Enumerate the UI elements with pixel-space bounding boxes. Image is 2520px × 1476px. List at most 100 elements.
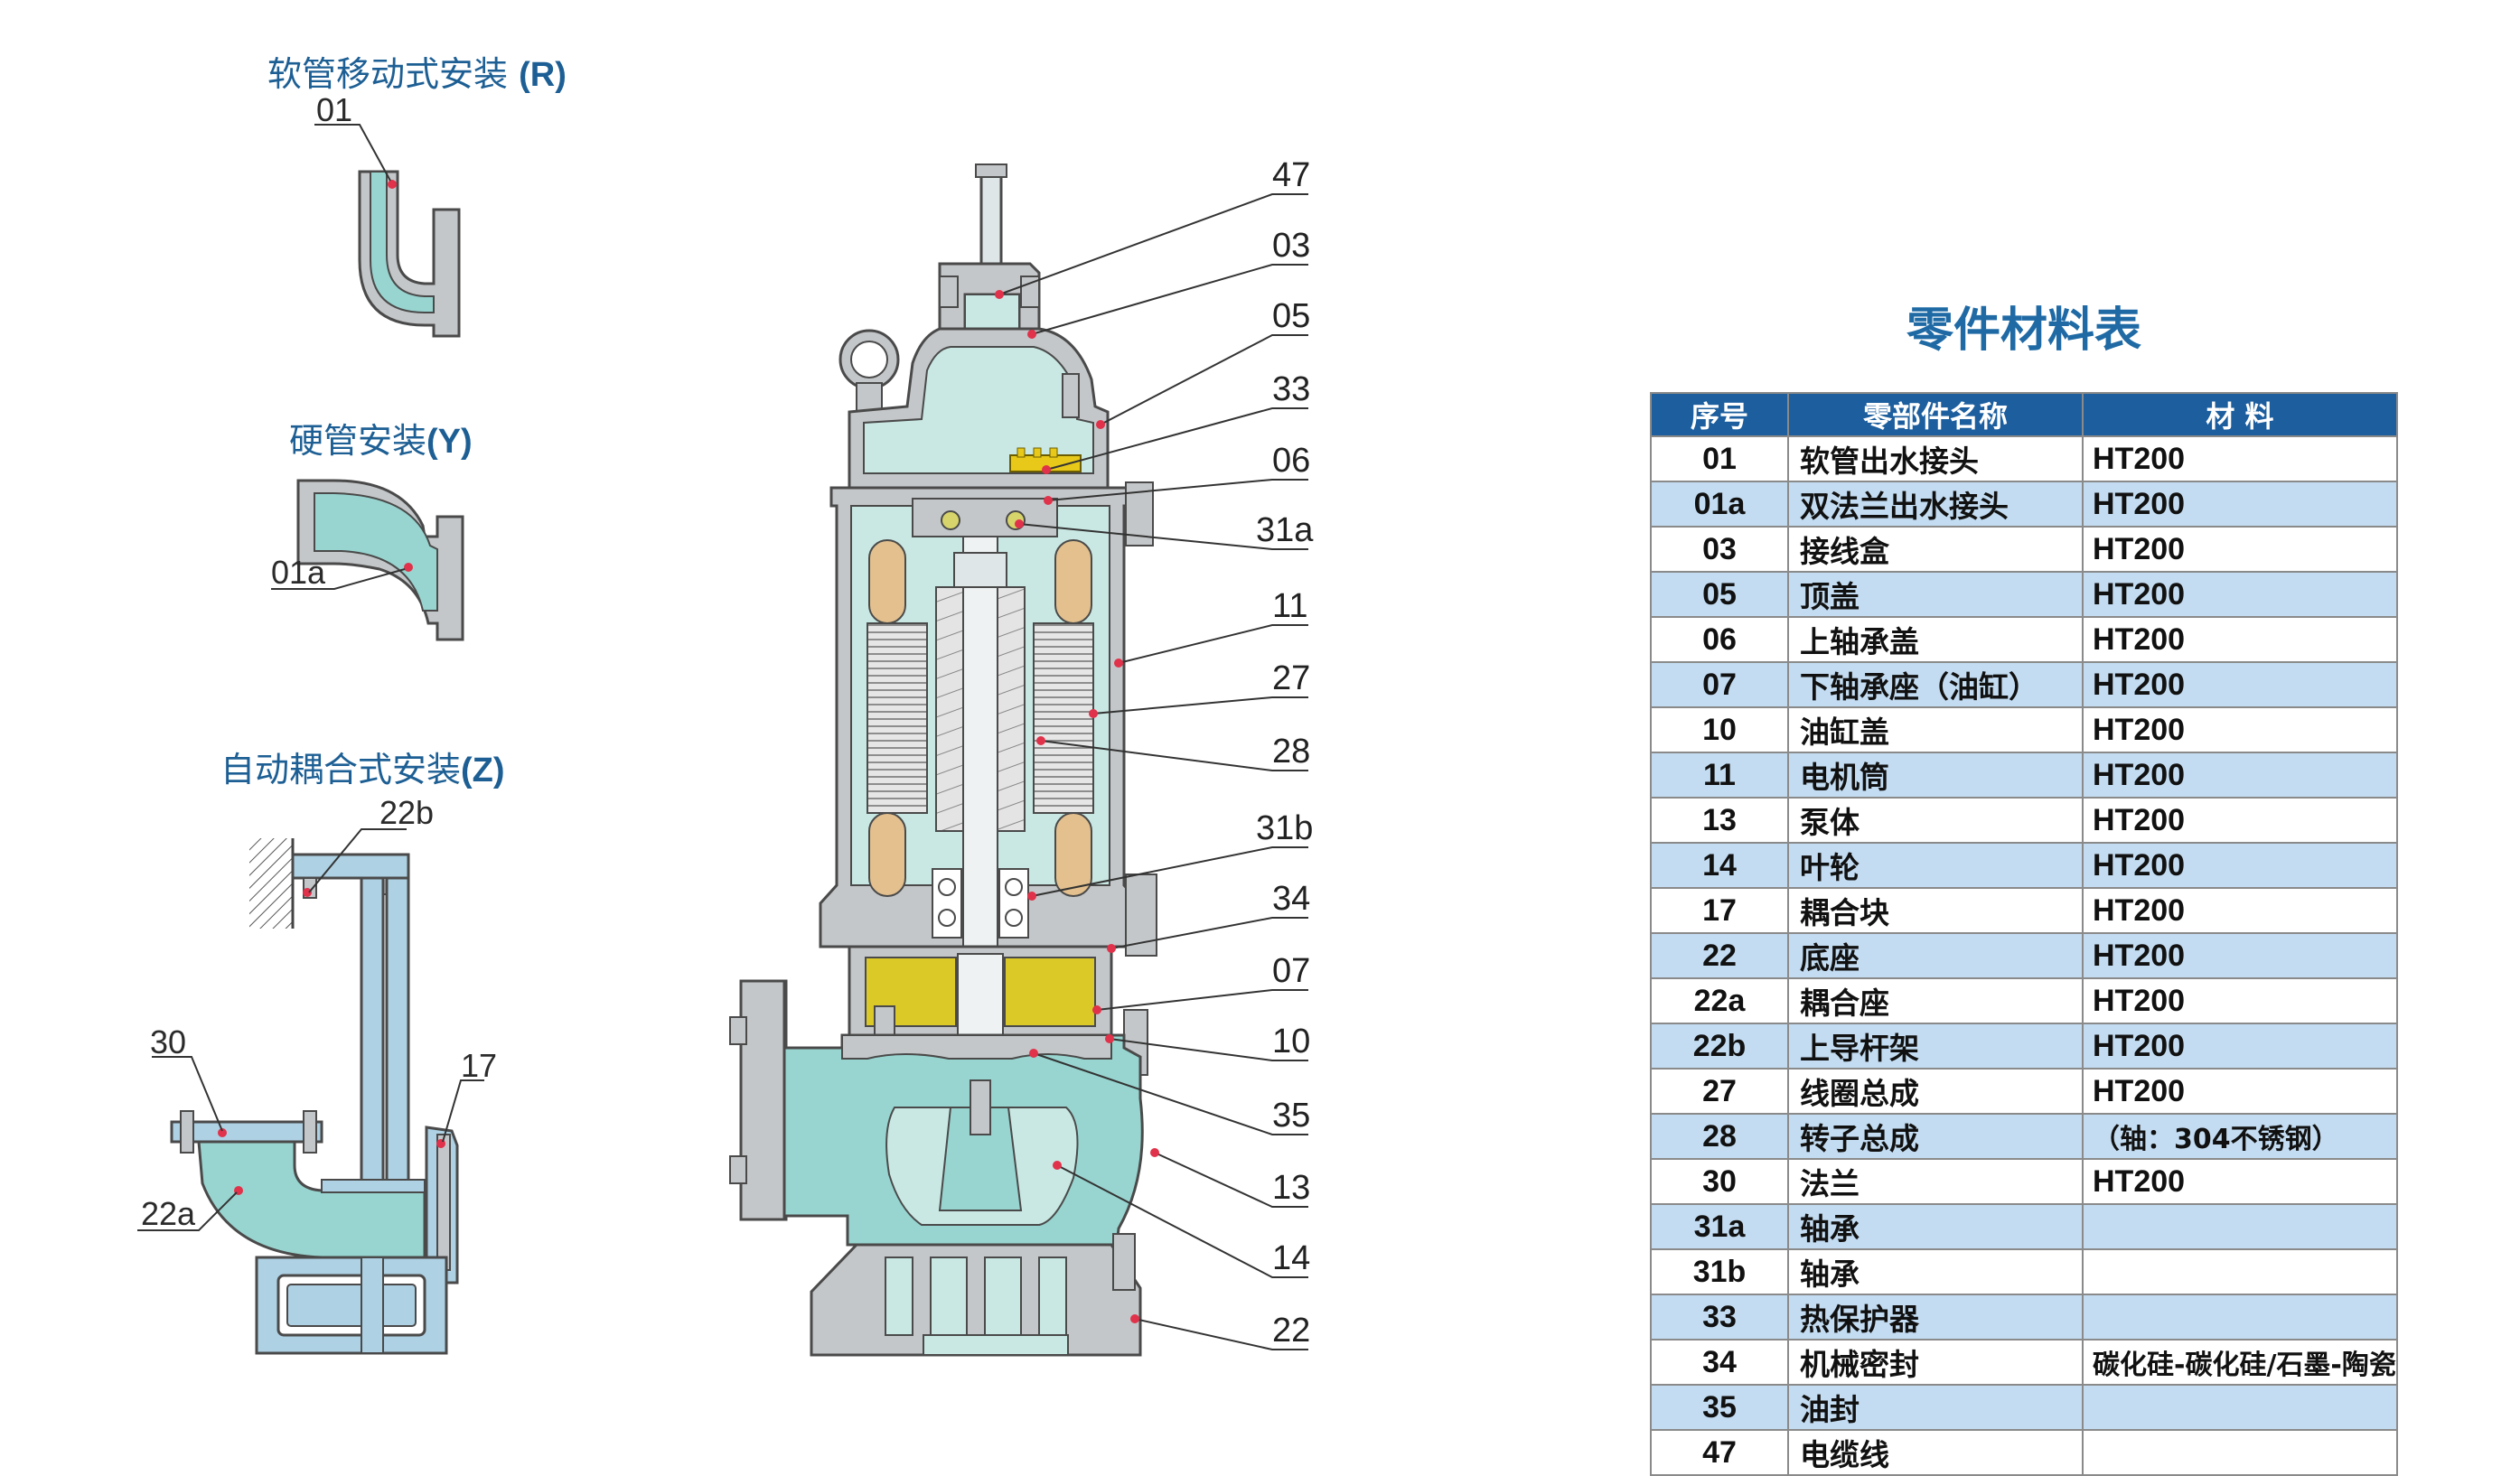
part-name-cell: 耦合块 — [1787, 887, 2084, 934]
install-r-title: 软管移动式安装 (R) — [267, 54, 567, 94]
part-no-cell: 22a — [1650, 977, 1789, 1024]
part-no-cell: 14 — [1650, 842, 1789, 889]
part-label-22a: 22a — [141, 1195, 196, 1232]
table-header-row: 序号 零部件名称 材 料 — [1650, 392, 2398, 437]
callout-06: 06 — [1272, 442, 1311, 480]
part-name-cell: 轴承 — [1787, 1248, 2084, 1295]
part-label-01: 01 — [316, 91, 353, 128]
part-no-cell: 30 — [1650, 1158, 1789, 1205]
part-name-cell: 泵体 — [1787, 797, 2084, 844]
material-cell: HT200 — [2082, 706, 2398, 753]
part-name-cell: 热保护器 — [1787, 1294, 2084, 1341]
material-cell — [2082, 1384, 2398, 1431]
material-cell — [2082, 1429, 2398, 1476]
material-cell: HT200 — [2082, 435, 2398, 482]
callout-10: 10 — [1272, 1023, 1311, 1060]
hose-elbow-r — [314, 124, 461, 338]
part-name-cell: 叶轮 — [1787, 842, 2084, 889]
part-name-cell: 耦合座 — [1787, 977, 2084, 1024]
part-name-cell: 油缸盖 — [1787, 706, 2084, 753]
material-cell: HT200 — [2082, 797, 2398, 844]
part-label-22b: 22b — [379, 794, 435, 831]
install-y-title: 硬管安装(Y) — [289, 421, 473, 461]
material-cell: HT200 — [2082, 526, 2398, 573]
part-label-01a: 01a — [271, 554, 326, 591]
part-name-cell: 顶盖 — [1787, 571, 2084, 618]
part-name-cell: 轴承 — [1787, 1203, 2084, 1250]
material-cell: HT200 — [2082, 1023, 2398, 1070]
material-cell: HT200 — [2082, 977, 2398, 1024]
callout-03: 03 — [1272, 227, 1311, 265]
rigid-elbow-y — [271, 479, 464, 641]
part-no-cell: 01a — [1650, 481, 1789, 528]
table-title: 零件材料表 — [1906, 304, 2142, 358]
part-name-cell: 转子总成 — [1787, 1113, 2084, 1160]
marker-dot — [388, 180, 397, 189]
material-cell: HT200 — [2082, 842, 2398, 889]
material-cell — [2082, 1294, 2398, 1341]
marker-dot — [436, 1139, 445, 1148]
material-cell: HT200 — [2082, 571, 2398, 618]
install-z-title: 自动耦合式安装(Z) — [220, 750, 505, 789]
callout-31b: 31b — [1256, 809, 1314, 847]
part-name-cell: 上导杆架 — [1787, 1023, 2084, 1070]
part-name-cell: 软管出水接头 — [1787, 435, 2084, 482]
part-label-30: 30 — [150, 1023, 187, 1060]
part-no-cell: 07 — [1650, 661, 1789, 708]
part-no-cell: 47 — [1650, 1429, 1789, 1476]
marker-dot — [303, 888, 312, 897]
part-no-cell: 10 — [1650, 706, 1789, 753]
callout-14: 14 — [1272, 1239, 1311, 1277]
callout-27: 27 — [1272, 659, 1311, 697]
part-name-cell: 底座 — [1787, 932, 2084, 979]
part-no-cell: 31a — [1650, 1203, 1789, 1250]
header-name: 零部件名称 — [1787, 392, 2084, 437]
auto-coupling-z — [137, 828, 484, 1355]
leader-lines — [998, 193, 1308, 1350]
callout-11: 11 — [1272, 587, 1308, 625]
material-cell: HT200 — [2082, 887, 2398, 934]
part-no-cell: 05 — [1650, 571, 1789, 618]
material-cell: HT200 — [2082, 752, 2398, 799]
part-no-cell: 27 — [1650, 1068, 1789, 1115]
material-cell: HT200 — [2082, 1158, 2398, 1205]
part-name-cell: 法兰 — [1787, 1158, 2084, 1205]
callout-35: 35 — [1272, 1097, 1311, 1135]
part-no-cell: 17 — [1650, 887, 1789, 934]
part-no-cell: 11 — [1650, 752, 1789, 799]
part-no-cell: 03 — [1650, 526, 1789, 573]
part-name-cell: 双法兰出水接头 — [1787, 481, 2084, 528]
part-name-cell: 油封 — [1787, 1384, 2084, 1431]
callout-33: 33 — [1272, 370, 1311, 408]
callout-31a: 31a — [1256, 511, 1314, 549]
material-cell: HT200 — [2082, 616, 2398, 663]
header-no: 序号 — [1650, 392, 1789, 437]
callout-05: 05 — [1272, 297, 1311, 335]
marker-dot — [404, 563, 413, 572]
part-no-cell: 22b — [1650, 1023, 1789, 1070]
material-cell: 碳化硅-碳化硅/石墨-陶瓷 — [2082, 1339, 2398, 1386]
part-no-cell: 34 — [1650, 1339, 1789, 1386]
part-name-cell: 上轴承盖 — [1787, 616, 2084, 663]
part-label-17: 17 — [461, 1047, 498, 1084]
callout-47: 47 — [1272, 156, 1311, 194]
part-name-cell: 电缆线 — [1787, 1429, 2084, 1476]
part-no-cell: 31b — [1650, 1248, 1789, 1295]
